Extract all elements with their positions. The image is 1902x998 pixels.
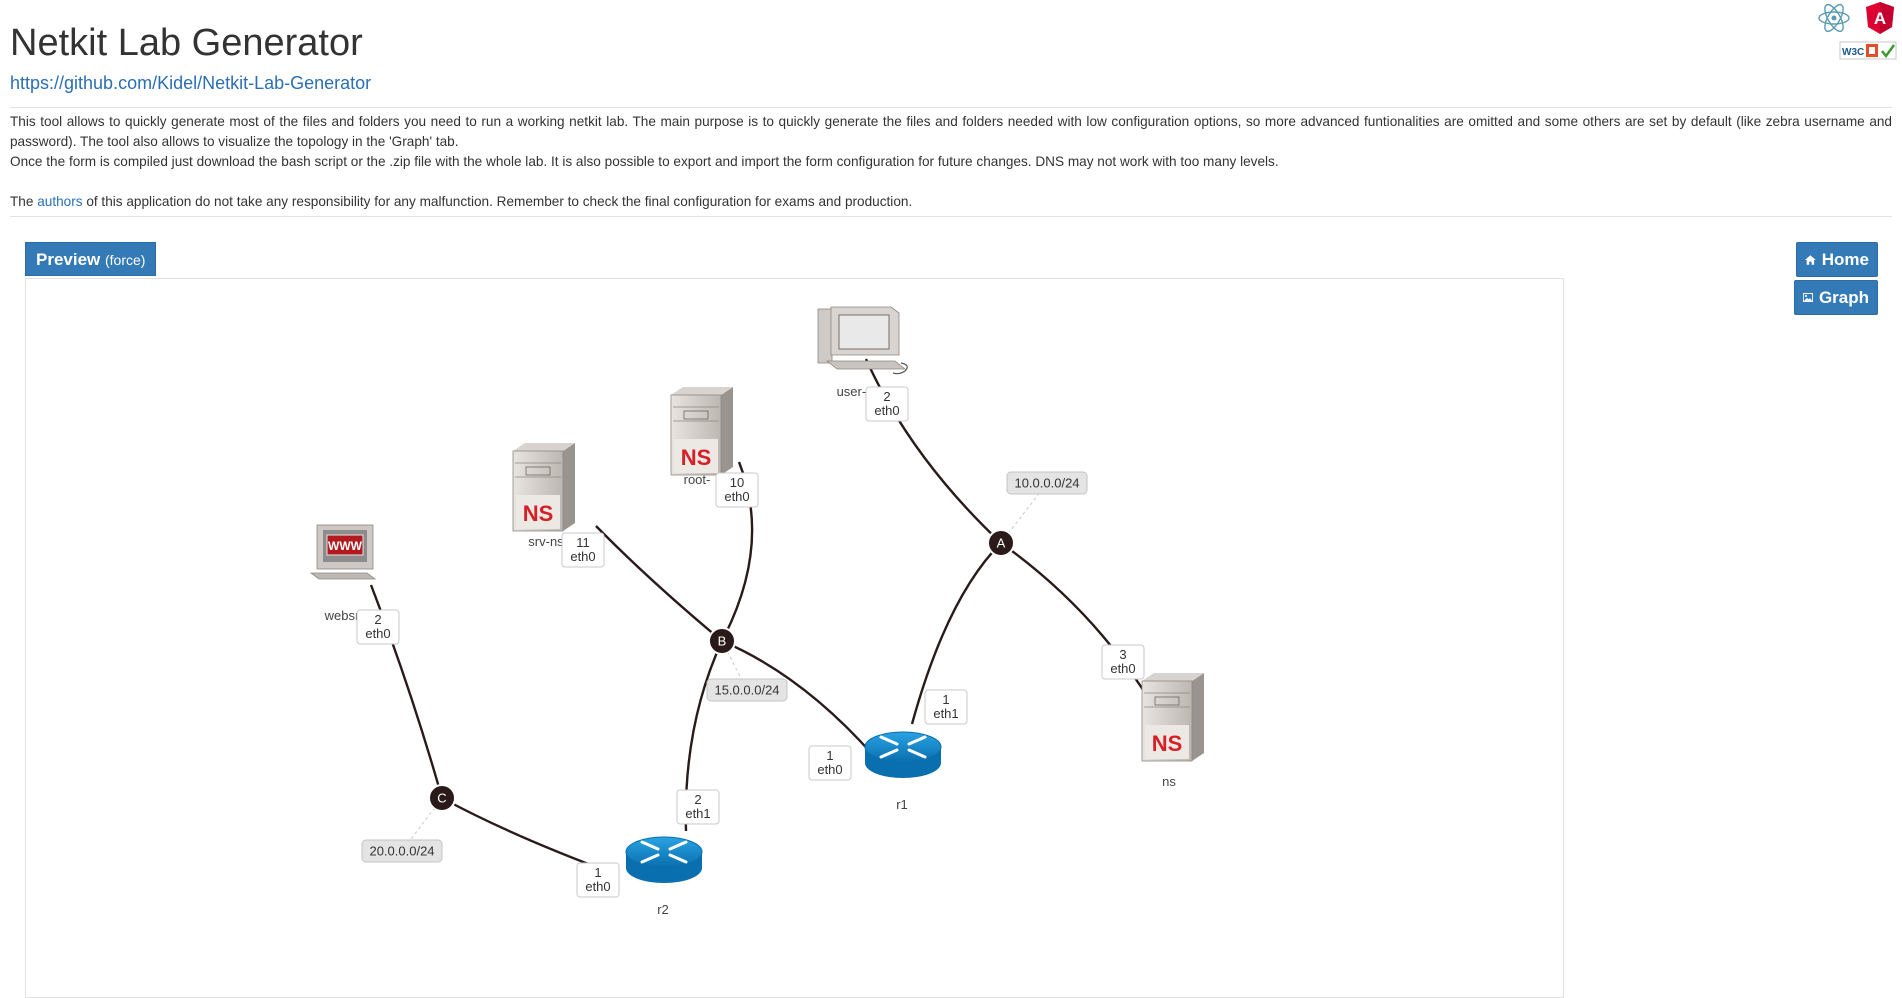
hub-id: C [437, 791, 446, 806]
github-repo-link[interactable]: https://github.com/Kidel/Netkit-Lab-Gene… [10, 73, 372, 93]
link-edge [721, 639, 874, 756]
ns-server-icon[interactable]: NS root- [670, 387, 733, 487]
interface-name: eth0 [1110, 661, 1135, 676]
ns-badge: NS [523, 501, 554, 526]
interface-number: 1 [942, 692, 949, 707]
interface-number: 2 [694, 792, 701, 807]
interface-name: eth1 [685, 806, 710, 821]
topology-graph[interactable]: 10.0.0.0/24 15.0.0.0/24 20.0.0.0/24 user-p… [26, 279, 1563, 984]
home-icon [1805, 254, 1816, 265]
intro-text: This tool allows to quickly generate mos… [10, 112, 1892, 212]
page-title: Netkit Lab Generator [10, 22, 363, 64]
ns-server-icon[interactable]: NS ns [1141, 673, 1204, 789]
link-edge [864, 358, 1002, 544]
pc-icon[interactable]: user-p [817, 306, 908, 399]
interface-name: eth0 [570, 549, 595, 564]
image-icon [1803, 293, 1813, 302]
hub-id: B [718, 634, 727, 649]
router-icon[interactable]: r1 [864, 731, 942, 812]
router-icon[interactable]: r2 [625, 836, 703, 917]
network-address: 20.0.0.0/24 [369, 844, 434, 859]
network-label: 20.0.0.0/24 [361, 839, 443, 863]
network-label: 15.0.0.0/24 [706, 678, 788, 702]
ns-badge: NS [1152, 731, 1183, 756]
interface-name: eth0 [585, 879, 610, 894]
interface-number: 3 [1119, 647, 1126, 662]
ns-badge: NS [681, 445, 712, 470]
node-name-label: srv-ns [528, 534, 564, 549]
interface-name: eth0 [724, 489, 749, 504]
svg-text:W3C: W3C [1842, 47, 1864, 58]
interface-name: eth0 [874, 403, 899, 418]
web-server-icon[interactable]: WWW websr [309, 524, 377, 623]
authors-link[interactable]: authors [37, 194, 83, 209]
collision-domain-hub[interactable]: C [428, 784, 456, 812]
link-edge [595, 525, 723, 642]
home-button[interactable]: Home [1796, 242, 1878, 277]
interface-name: eth0 [365, 626, 390, 641]
tab-preview[interactable]: Preview (force) [25, 242, 157, 276]
www-badge: WWW [328, 539, 363, 553]
collision-domain-hub[interactable]: A [987, 529, 1015, 557]
node-name-label: user-p [837, 384, 874, 399]
divider [10, 216, 1892, 217]
svg-text:A: A [1874, 9, 1886, 28]
network-address: 15.0.0.0/24 [714, 683, 779, 698]
node-name-label: r1 [896, 797, 908, 812]
node-name-label: root- [684, 472, 711, 487]
node-name-label: websr [324, 608, 360, 623]
electron-icon [1818, 3, 1850, 33]
angular-icon: A [1866, 2, 1894, 34]
node-name-label: ns [1162, 774, 1176, 789]
link-edge [910, 542, 1002, 725]
topology-graph-panel: 10.0.0.0/24 15.0.0.0/24 20.0.0.0/24 user-p… [25, 278, 1564, 998]
intro-paragraph: Once the form is compiled just download … [10, 154, 1279, 169]
graph-button[interactable]: Graph [1794, 280, 1878, 315]
node-name-label: r2 [657, 902, 669, 917]
disclaimer: The authors of this application do not t… [10, 194, 913, 209]
collision-domain-hub[interactable]: B [708, 627, 736, 655]
interface-number: 1 [594, 865, 601, 880]
divider [10, 107, 1892, 108]
network-label: 10.0.0.0/24 [1006, 471, 1088, 495]
tech-badges: A W3C [1814, 0, 1898, 64]
interface-number: 2 [883, 389, 890, 404]
interface-name: eth0 [817, 762, 842, 777]
interface-number: 2 [374, 612, 381, 627]
hub-id: A [997, 536, 1006, 551]
network-address: 10.0.0.0/24 [1014, 476, 1079, 491]
interface-name: eth1 [933, 706, 958, 721]
w3c-html5-valid-icon: W3C [1839, 41, 1897, 60]
interface-number: 11 [576, 535, 590, 550]
intro-paragraph: This tool allows to quickly generate mos… [10, 114, 1892, 149]
interface-number: 1 [826, 748, 833, 763]
interface-number: 10 [730, 475, 744, 490]
ns-server-icon[interactable]: NS srv-ns [512, 443, 575, 549]
